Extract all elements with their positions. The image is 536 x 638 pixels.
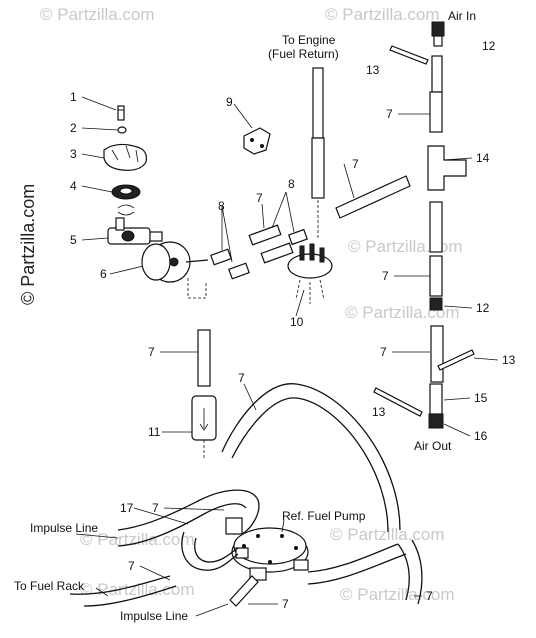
fuel-pump-assembly xyxy=(225,517,309,581)
callout-16: 16 xyxy=(474,429,488,443)
impulse-line-bottom-label: Impulse Line xyxy=(120,609,188,623)
labels: To Engine (Fuel Return) Air In Air Out R… xyxy=(14,9,476,623)
fuel-filter-part-11 xyxy=(162,329,217,460)
pickup-manifold-part-10 xyxy=(287,243,333,317)
nut-part-4 xyxy=(81,184,141,216)
svg-text:© Partzilla.com: © Partzilla.com xyxy=(18,184,38,305)
screw-part-1 xyxy=(81,96,125,121)
fitting-part-5 xyxy=(81,217,163,245)
callout-7: 7 xyxy=(426,589,433,603)
callout-13: 13 xyxy=(372,405,386,419)
callout-13: 13 xyxy=(502,353,516,367)
callout-13: 13 xyxy=(366,63,380,77)
air-in-label: Air In xyxy=(448,9,476,23)
small-hoses-part-7-8 xyxy=(210,191,308,280)
callout-11: 11 xyxy=(148,425,161,439)
callout-3: 3 xyxy=(70,147,77,161)
callout-7: 7 xyxy=(282,597,289,611)
callout-7: 7 xyxy=(238,371,245,385)
callout-10: 10 xyxy=(290,315,304,329)
watermark: © Partzilla.com xyxy=(325,5,440,24)
callout-6: 6 xyxy=(100,267,107,281)
callout-7: 7 xyxy=(152,501,159,515)
callout-2: 2 xyxy=(70,121,77,135)
watermark: © Partzilla.com xyxy=(330,525,445,544)
callout-7: 7 xyxy=(256,191,263,205)
bracket-part-9 xyxy=(233,103,271,155)
pump-body-part-6 xyxy=(109,241,209,299)
cap-part-3 xyxy=(81,143,147,171)
callout-8: 8 xyxy=(218,199,225,213)
fuel-return-label: (Fuel Return) xyxy=(268,47,339,61)
washer-part-2 xyxy=(81,126,127,134)
ref-fuel-pump-label: Ref. Fuel Pump xyxy=(282,509,366,523)
callout-17: 17 xyxy=(120,501,134,515)
callout-8: 8 xyxy=(288,177,295,191)
callout-numbers: 1 2 3 4 5 6 9 8 8 7 7 10 12 13 7 14 7 12… xyxy=(70,39,516,617)
long-hose-part-7 xyxy=(221,383,401,533)
watermark: © Partzilla.com xyxy=(348,237,463,256)
callout-7: 7 xyxy=(386,107,393,121)
to-engine-label: To Engine xyxy=(282,33,336,47)
callout-12: 12 xyxy=(482,39,496,53)
callout-14: 14 xyxy=(476,151,490,165)
callout-5: 5 xyxy=(70,233,77,247)
air-line-assembly xyxy=(373,21,475,429)
callout-7: 7 xyxy=(148,345,155,359)
to-fuel-rack-label: To Fuel Rack xyxy=(14,579,85,593)
callout-9: 9 xyxy=(226,95,233,109)
watermarks: © Partzilla.com © Partzilla.com © Partzi… xyxy=(40,5,463,604)
copyright-mark: © Partzilla.com xyxy=(18,184,38,305)
air-out-label: Air Out xyxy=(414,439,452,453)
callout-7: 7 xyxy=(382,269,389,283)
watermark: © Partzilla.com xyxy=(340,585,455,604)
watermark: © Partzilla.com xyxy=(40,5,155,24)
callout-4: 4 xyxy=(70,179,77,193)
callout-1: 1 xyxy=(70,90,77,104)
callout-12: 12 xyxy=(476,301,490,315)
callout-7: 7 xyxy=(352,157,359,171)
watermark: © Partzilla.com xyxy=(80,530,195,549)
fuel-return-hose xyxy=(311,67,411,238)
callout-7: 7 xyxy=(380,345,387,359)
watermark: © Partzilla.com xyxy=(80,580,195,599)
impulse-line-top-label: Impulse Line xyxy=(30,521,98,535)
callout-7: 7 xyxy=(128,559,135,573)
impulse-hoses xyxy=(69,489,423,607)
callout-15: 15 xyxy=(474,391,488,405)
